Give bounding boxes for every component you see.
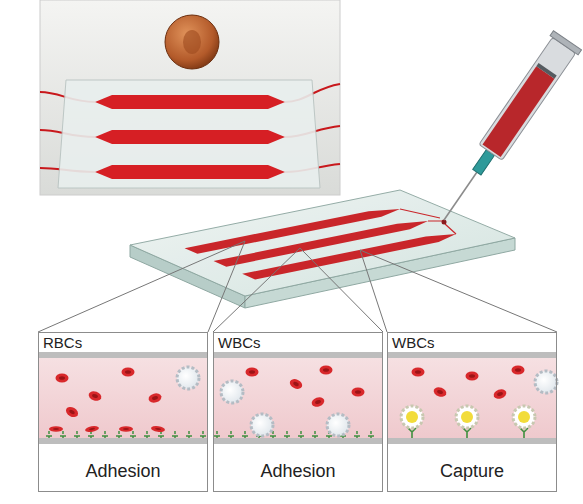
channel-fluid xyxy=(213,358,383,438)
white-blood-cell xyxy=(221,381,243,403)
red-blood-cell xyxy=(412,368,425,377)
ligand-row xyxy=(213,431,383,438)
channel-panel: WBCsCapture xyxy=(387,332,557,492)
chip-top xyxy=(130,190,515,296)
channel-fluid xyxy=(38,358,208,438)
white-blood-cell xyxy=(535,371,557,393)
cell-type-label: RBCs xyxy=(43,334,82,351)
penny-relief xyxy=(183,30,201,54)
leader-line xyxy=(213,248,383,332)
inlet-port xyxy=(442,220,447,225)
channel-wall xyxy=(213,438,383,444)
penny xyxy=(165,15,219,69)
red-blood-cell xyxy=(288,377,304,391)
red-blood-cell xyxy=(56,374,69,383)
adhered-rbc xyxy=(151,425,166,432)
photo-channel xyxy=(95,130,285,144)
adhered-rbc xyxy=(85,425,100,433)
red-blood-cell xyxy=(122,368,135,377)
captured-cell xyxy=(456,406,478,428)
adhered-rbc xyxy=(119,426,133,432)
channel-wall xyxy=(38,352,208,358)
leader-line xyxy=(360,250,557,332)
red-blood-cell xyxy=(246,368,259,377)
syringe-flange xyxy=(550,31,581,55)
red-blood-cell xyxy=(466,372,479,381)
adhered-wbc xyxy=(327,414,349,436)
syringe-plunger xyxy=(536,63,556,79)
needle xyxy=(444,172,477,220)
red-blood-cell xyxy=(87,390,102,403)
cell-type-label: WBCs xyxy=(218,334,261,351)
red-blood-cell xyxy=(64,405,80,419)
red-blood-cell xyxy=(148,392,163,404)
captured-cell xyxy=(513,406,535,428)
channel-wall xyxy=(387,352,557,358)
inlet-line xyxy=(400,209,456,234)
channel-wall xyxy=(38,438,208,444)
red-blood-cell xyxy=(492,388,507,401)
red-blood-cell xyxy=(320,366,333,375)
adhered-rbc xyxy=(49,426,63,432)
photo-channel xyxy=(95,95,285,109)
white-blood-cell xyxy=(177,367,199,389)
channel-fluid xyxy=(387,358,557,438)
red-blood-cell xyxy=(310,396,325,409)
syringe-barrel xyxy=(479,37,576,160)
channel-wall xyxy=(213,352,383,358)
ligand-row xyxy=(38,431,208,438)
red-blood-cell xyxy=(432,386,447,399)
red-blood-cell xyxy=(512,366,525,375)
channel-wall xyxy=(387,438,557,444)
inset-photo xyxy=(40,0,340,195)
assay-label: Adhesion xyxy=(39,461,207,482)
channel-panel: RBCsAdhesion xyxy=(38,332,208,492)
assay-label: Capture xyxy=(388,461,556,482)
photo-channel xyxy=(95,165,285,179)
channel-panel: WBCsAdhesion xyxy=(213,332,383,492)
syringe xyxy=(430,31,581,230)
leader-line xyxy=(38,241,245,332)
cell-type-label: WBCs xyxy=(392,334,435,351)
red-blood-cell xyxy=(352,388,365,397)
syringe-blood xyxy=(483,66,555,157)
assay-label: Adhesion xyxy=(214,461,382,482)
glass-slide xyxy=(58,80,320,188)
captured-cell xyxy=(401,406,423,428)
adhered-wbc xyxy=(251,414,273,436)
